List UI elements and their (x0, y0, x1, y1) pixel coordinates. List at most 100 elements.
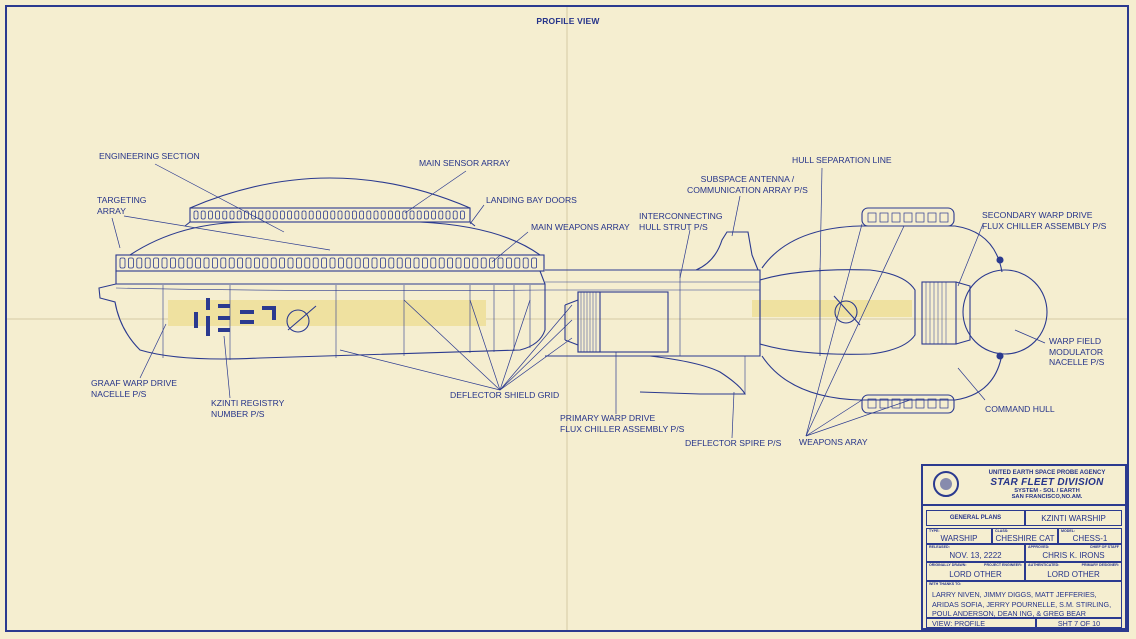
hull-window (366, 210, 372, 220)
hull-window (452, 210, 458, 220)
hull-window (388, 257, 395, 269)
hull-window (430, 257, 437, 269)
type-cell: TYPE: WARSHIP (926, 528, 992, 544)
hull-window (119, 257, 126, 269)
general-plans-cell: GENERAL PLANS (926, 510, 1025, 526)
hull-window (363, 257, 370, 269)
released-cell: RELEASED: NOV. 13, 2222 (926, 544, 1025, 562)
label-primary-warp-drive: PRIMARY WARP DRIVE FLUX CHILLER ASSEMBLY… (560, 413, 685, 434)
agency-line-1: UNITED EARTH SPACE PROBE AGENCY (988, 470, 1106, 476)
hull-window (294, 210, 300, 220)
hull-window (236, 210, 242, 220)
hull-window (459, 210, 465, 220)
hull-window (193, 210, 199, 220)
hull-window (423, 210, 429, 220)
hull-window (472, 257, 479, 269)
hull-window (215, 210, 221, 220)
command-hull (761, 225, 1003, 401)
hull-window (480, 257, 487, 269)
title-block: UNITED EARTH SPACE PROBE AGENCY STAR FLE… (921, 464, 1127, 630)
hull-window (438, 210, 444, 220)
hull-window (330, 210, 336, 220)
hull-window (321, 257, 328, 269)
hull-window (497, 257, 504, 269)
label-main-weapons-array: MAIN WEAPONS ARRAY (531, 222, 630, 232)
hull-window (395, 210, 401, 220)
hull-window (304, 257, 311, 269)
label-warp-field-modulator: WARP FIELD MODULATOR NACELLE P/S (1049, 336, 1105, 367)
hull-window (337, 210, 343, 220)
hull-window (373, 210, 379, 220)
hull-window (287, 257, 294, 269)
agency-line-2: STAR FLEET DIVISION (990, 477, 1104, 488)
hull-window (380, 210, 386, 220)
hull-window (354, 257, 361, 269)
hull-window (514, 257, 521, 269)
hull-window (245, 257, 252, 269)
hull-window (455, 257, 462, 269)
label-hull-separation-line: HULL SEPARATION LINE (792, 155, 892, 165)
forward-nacelle (759, 269, 916, 355)
earth-seal-icon (933, 471, 959, 497)
hull-window (413, 257, 420, 269)
deflector-spire (639, 355, 746, 395)
hull-window (279, 257, 286, 269)
hull-window (287, 210, 293, 220)
warp-field-modulator-sphere (962, 269, 1048, 355)
hull-panel-lines (162, 285, 531, 360)
hull-window (438, 257, 445, 269)
label-kzinti-registry: KZINTI REGISTRY NUMBER P/S (211, 398, 285, 419)
hull-window (295, 257, 302, 269)
view-title: PROFILE VIEW (536, 16, 600, 26)
hull-window (409, 210, 415, 220)
leader-lines (111, 163, 1046, 439)
thanks-cell: WITH THANKS TO: LARRY NIVEN, JIMMY DIGGS… (926, 581, 1122, 618)
designer-cell: AUTHENTICATED: PRIMARY DESIGNER: LORD OT… (1025, 562, 1122, 581)
label-graaf-warp-drive: GRAAF WARP DRIVE NACELLE P/S (91, 378, 177, 399)
registry-glyphs (194, 298, 276, 336)
label-weapons-array: WEAPONS ARAY (799, 437, 868, 447)
label-command-hull: COMMAND HULL (985, 404, 1055, 414)
hull-window (329, 257, 336, 269)
hull-window (161, 257, 168, 269)
hull-window (387, 210, 393, 220)
hull-window (489, 257, 496, 269)
hull-window (203, 257, 210, 269)
kzinti-emblem-left (286, 309, 310, 333)
ship-name-cell: KZINTI WARSHIP (1025, 510, 1122, 526)
hull-window (178, 257, 185, 269)
class-cell: CLASS: CHESHIRE CAT (992, 528, 1058, 544)
window-rows (119, 210, 537, 269)
hull-window (228, 257, 235, 269)
sheet-border (5, 5, 1129, 632)
hull-window (153, 257, 160, 269)
agency-header: UNITED EARTH SPACE PROBE AGENCY STAR FLE… (923, 466, 1125, 506)
fold-line-vertical (566, 7, 568, 630)
hull-window (323, 210, 329, 220)
hull-window (405, 257, 412, 269)
hull-window (127, 257, 134, 269)
lower-weapons-pod (861, 394, 955, 414)
hull-window (312, 257, 319, 269)
engineering-hull-body (98, 270, 546, 360)
agency-line-4: SAN FRANCISCO,NO.AM. (1011, 494, 1083, 500)
agency-line-3: SYSTEM - SOL / EARTH (1014, 488, 1080, 494)
engineering-dome-top (189, 177, 471, 209)
hull-window (315, 210, 321, 220)
hull-window (200, 210, 206, 220)
sheet-number-cell: SHT 7 OF 10 (1036, 618, 1122, 628)
hull-window (505, 257, 512, 269)
hull-window (522, 257, 529, 269)
label-main-sensor-array: MAIN SENSOR ARRAY (419, 158, 511, 168)
hull-window (531, 257, 537, 269)
hull-window (337, 257, 344, 269)
label-targeting-array: TARGETING ARRAY (97, 195, 147, 216)
upper-weapons-pod (861, 207, 955, 227)
hull-window (447, 257, 454, 269)
label-secondary-warp-drive: SECONDARY WARP DRIVE FLUX CHILLER ASSEMB… (982, 210, 1107, 231)
hull-window (258, 210, 264, 220)
primary-warp-drive (577, 291, 669, 353)
interconnecting-strut (545, 269, 761, 357)
